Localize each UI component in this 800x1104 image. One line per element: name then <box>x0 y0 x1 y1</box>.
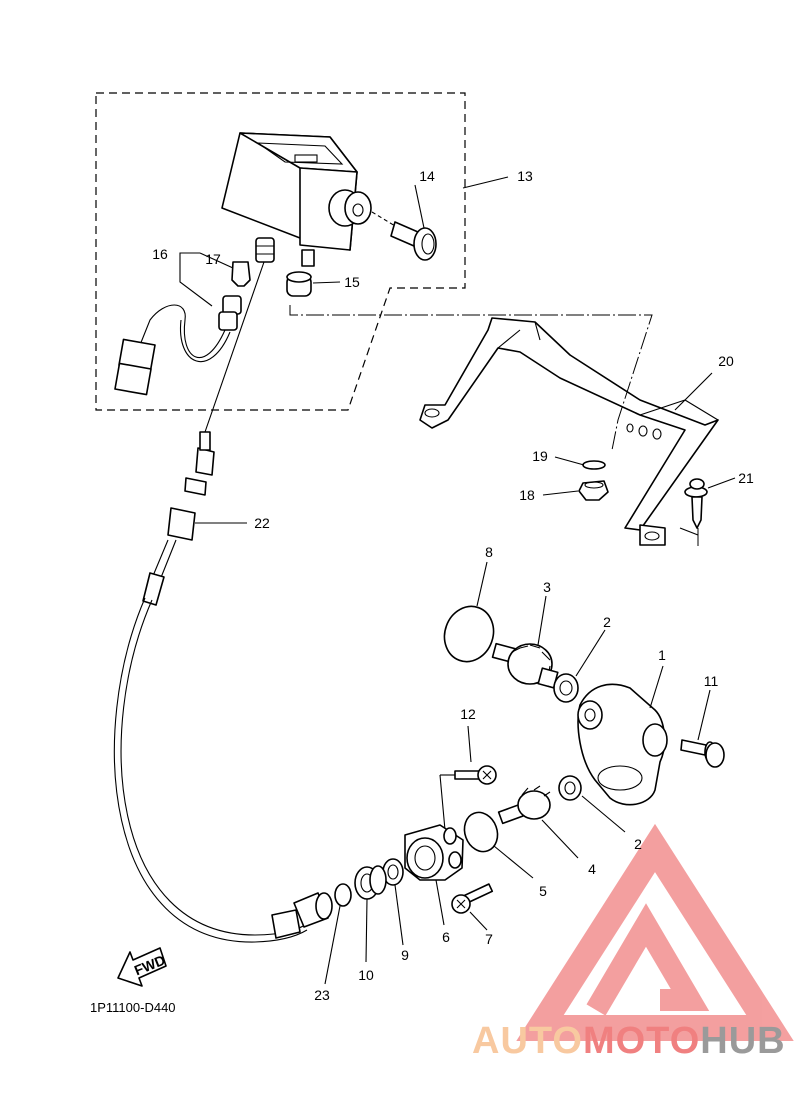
meter-assembly-outline <box>95 92 466 411</box>
driven-gear <box>497 785 551 825</box>
o-ring-large <box>443 605 495 663</box>
callout-16: 16 <box>152 246 168 262</box>
callout-2-lower: 2 <box>634 836 642 852</box>
rivet <box>684 478 708 529</box>
gear-housing <box>404 824 464 881</box>
callout-23: 23 <box>314 987 330 1003</box>
flange-bolt <box>680 739 725 768</box>
drive-gear <box>491 642 559 689</box>
watermark-hub: HUB <box>700 1020 785 1062</box>
callout-8: 8 <box>485 544 493 560</box>
callout-17: 17 <box>205 251 221 267</box>
bushing-lower <box>558 775 582 801</box>
callout-leaders <box>179 176 736 985</box>
callout-20: 20 <box>718 353 734 369</box>
callout-7: 7 <box>485 931 493 947</box>
screw-leader-line-2 <box>439 774 446 831</box>
forward-direction-arrow <box>117 947 167 987</box>
meter-bracket <box>419 317 719 546</box>
callout-labels: 1 2 2 3 4 5 6 7 8 9 10 11 12 13 14 15 16… <box>152 168 754 1003</box>
pan-screw-upper <box>454 765 497 785</box>
circlip <box>334 883 352 907</box>
grommet <box>286 271 312 297</box>
callout-19: 19 <box>532 448 548 464</box>
diagram-code: 1P11100-D440 <box>90 1000 176 1015</box>
callout-3: 3 <box>543 579 551 595</box>
pan-screw-lower <box>451 883 494 914</box>
reset-knob <box>371 211 437 261</box>
bracket-leader-line <box>289 305 653 451</box>
bulb-socket-wire <box>114 295 242 396</box>
cable-leader-line <box>204 261 265 433</box>
oil-seal <box>354 865 387 900</box>
bushing-upper <box>547 673 579 703</box>
washer <box>582 460 606 470</box>
callout-1: 1 <box>658 647 666 663</box>
gear-unit-housing <box>577 683 668 806</box>
callout-22: 22 <box>254 515 270 531</box>
watermark-auto: AUTO <box>472 1020 583 1062</box>
callout-21: 21 <box>738 470 754 486</box>
callout-13: 13 <box>517 168 533 184</box>
watermark-moto: MOTO <box>583 1020 700 1062</box>
meter-bulb <box>231 261 251 287</box>
svg-text:AUTOMOTOHUB: AUTOMOTOHUB <box>472 1020 786 1062</box>
o-ring-small <box>463 811 499 853</box>
fwd-label: FWD <box>132 952 168 979</box>
callout-12: 12 <box>460 706 476 722</box>
speedometer-meter <box>221 132 372 267</box>
callout-5: 5 <box>539 883 547 899</box>
callout-18: 18 <box>519 487 535 503</box>
callout-11: 11 <box>704 673 719 689</box>
callout-6: 6 <box>442 929 450 945</box>
callout-14: 14 <box>419 168 435 184</box>
callout-9: 9 <box>401 947 409 963</box>
callout-2-upper: 2 <box>603 614 611 630</box>
nut <box>578 480 609 501</box>
watermark-text: AUTOMOTOHUB <box>472 1020 786 1062</box>
speedometer-cable <box>113 431 333 943</box>
callout-15: 15 <box>344 274 360 290</box>
watermark-logo <box>516 823 794 1041</box>
callout-4: 4 <box>588 861 596 877</box>
callout-10: 10 <box>358 967 374 983</box>
